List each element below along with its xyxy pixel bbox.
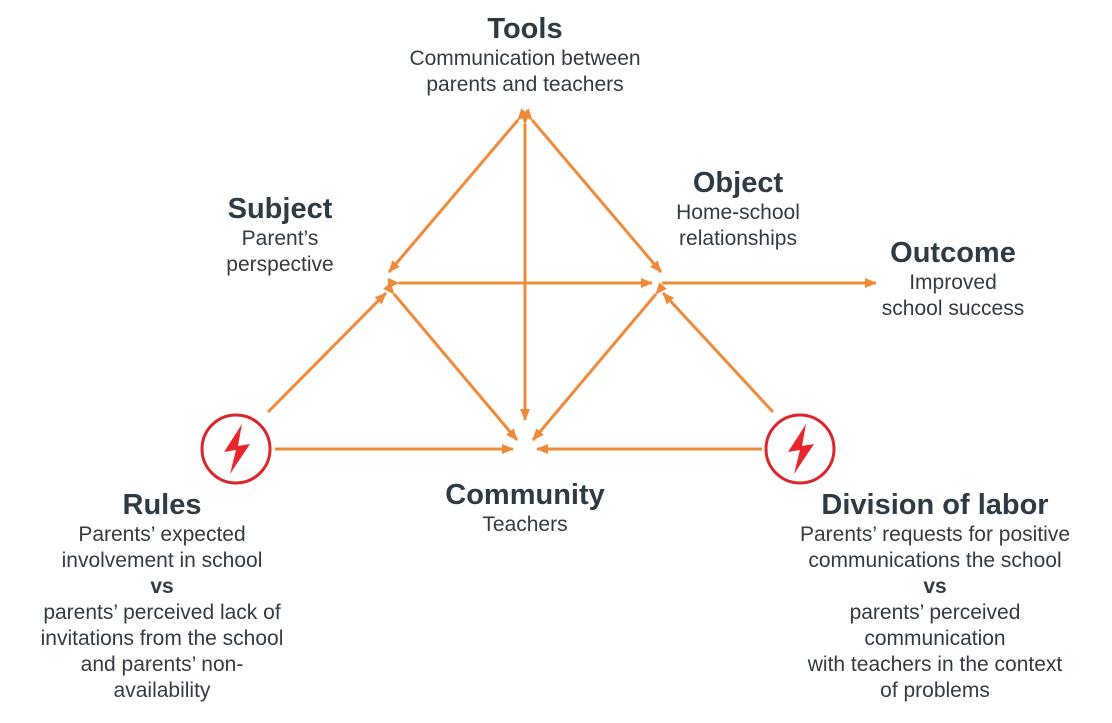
node-rules: Rules Parents’ expected involvement in s… bbox=[2, 488, 322, 704]
desc-line: Home-school bbox=[676, 201, 800, 224]
desc-line: invitations from the school bbox=[40, 627, 284, 650]
desc-line: communications the school bbox=[808, 549, 1062, 572]
node-description: Communication between parents and teache… bbox=[375, 46, 675, 98]
node-community: Community Teachers bbox=[415, 478, 635, 538]
arrow-tools-object bbox=[521, 108, 663, 273]
node-tools: Tools Communication between parents and … bbox=[375, 12, 675, 98]
desc-line: perspective bbox=[226, 253, 334, 276]
node-title: Outcome bbox=[890, 237, 1016, 269]
node-title: Rules bbox=[122, 489, 202, 521]
desc-line: parents’ perceived lack of bbox=[43, 601, 281, 624]
lightning-bolt-icon bbox=[764, 413, 836, 485]
lightning-bolt-icon bbox=[200, 413, 272, 485]
versus-label: vs bbox=[923, 575, 947, 598]
node-description: Home-school relationships bbox=[648, 200, 828, 252]
desc-line: parents’ perceived bbox=[849, 601, 1021, 624]
desc-line: availability bbox=[113, 679, 211, 702]
arrow-rules-subject bbox=[266, 291, 388, 414]
arrow-tools-subject bbox=[387, 108, 529, 273]
node-title: Tools bbox=[487, 13, 563, 45]
desc-line: and parents’ non- bbox=[80, 653, 244, 676]
desc-line: communication bbox=[864, 627, 1006, 650]
desc-line: Parents’ requests for positive bbox=[799, 523, 1071, 546]
node-title: Division of labor bbox=[821, 489, 1049, 521]
desc-line: Teachers bbox=[482, 513, 568, 536]
node-title: Community bbox=[445, 479, 605, 511]
node-description: Parent’s perspective bbox=[190, 226, 370, 278]
arrow-object-community bbox=[531, 282, 667, 441]
desc-line: Parent’s bbox=[241, 227, 319, 250]
desc-line: Communication between bbox=[409, 47, 641, 70]
arrow-subject-community bbox=[383, 282, 519, 441]
node-description: Improved school success bbox=[848, 270, 1058, 322]
desc-line: involvement in school bbox=[61, 549, 263, 572]
node-subject: Subject Parent’s perspective bbox=[190, 192, 370, 278]
desc-line: relationships bbox=[679, 227, 797, 250]
node-division-of-labor: Division of labor Parents’ requests for … bbox=[760, 488, 1110, 704]
node-object: Object Home-school relationships bbox=[648, 166, 828, 252]
desc-line: Improved bbox=[909, 271, 997, 294]
node-title: Object bbox=[692, 167, 784, 199]
desc-line: school success bbox=[881, 297, 1025, 320]
node-description: Teachers bbox=[415, 512, 635, 538]
node-title: Subject bbox=[227, 193, 333, 225]
arrow-division-object bbox=[661, 291, 775, 414]
desc-line: of problems bbox=[880, 679, 990, 702]
desc-line: Parents’ expected bbox=[78, 523, 246, 546]
desc-line: with teachers in the context bbox=[807, 653, 1063, 676]
node-description: Parents’ expected involvement in school … bbox=[2, 522, 322, 704]
versus-label: vs bbox=[150, 575, 174, 598]
node-outcome: Outcome Improved school success bbox=[848, 236, 1058, 322]
desc-line: parents and teachers bbox=[426, 73, 624, 96]
node-description: Parents’ requests for positive communica… bbox=[760, 522, 1110, 704]
